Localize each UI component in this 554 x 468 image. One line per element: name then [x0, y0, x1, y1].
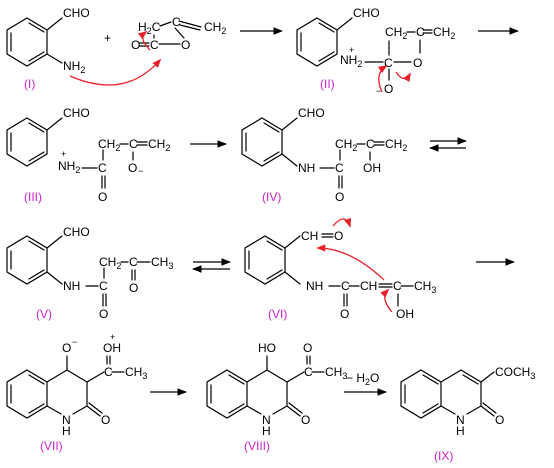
c-vi: C — [341, 279, 350, 293]
coch3-ix: COCH3 — [495, 365, 535, 381]
o-carbonyl-v: O — [99, 307, 108, 321]
o-carbonyl-vi: O — [340, 307, 349, 321]
ch-vi: CH — [360, 279, 377, 293]
compound-vii-structure: N H O O − C CH3 OH + — [6, 332, 147, 438]
cho-group-ii: CHO — [353, 6, 380, 20]
minus-charge-vii: − — [72, 337, 77, 347]
nh-group-vi: NH — [306, 279, 323, 293]
n-viii: N — [262, 413, 271, 427]
n-ix: N — [456, 413, 465, 427]
o-lactam-ix: O — [495, 413, 504, 427]
compound-ix-structure: N H O COCH3 — [400, 365, 535, 438]
o-aldehyde-vi: O — [334, 229, 343, 243]
ch3-viii: CH3 — [325, 365, 347, 381]
c-iii: C — [98, 161, 107, 175]
c-enol-vi: C — [393, 279, 402, 293]
cho-group-i: CHO — [63, 6, 90, 20]
nh2-group-iii: NH2 — [58, 159, 80, 175]
diketene-structure: H2C C CH2 C O O — [131, 15, 226, 52]
ch2-iv: CH2 — [335, 137, 357, 153]
o-carbonyl-iv: O — [335, 190, 344, 204]
c-iv: C — [335, 161, 344, 175]
c-label-carbonyl: C — [150, 38, 159, 52]
o-carbonyl-iii: O — [98, 190, 107, 204]
ho-viii: HO — [258, 341, 276, 355]
h2c-label: H2C — [138, 20, 161, 36]
plus-charge-vii: + — [110, 332, 115, 342]
cho-group-v: CHO — [63, 225, 90, 239]
n-vii: N — [62, 413, 71, 427]
o-ketone-viii: O — [303, 341, 312, 355]
compound-iii-structure: CHO + NH2 C CH2 C CH2 O − O — [6, 106, 170, 204]
nh-h-viii: H — [262, 424, 271, 438]
ch2-ii-end: CH2 — [433, 25, 455, 41]
c-center-ii: C — [384, 56, 393, 70]
compound-label-vi: (VI) — [268, 307, 287, 321]
o-minus-vii: O — [62, 341, 71, 355]
o-minus-ii: O — [384, 82, 393, 96]
compound-label-viii: (VIII) — [244, 439, 270, 453]
c-ii-top: C — [416, 25, 425, 39]
ch3-vii: CH3 — [125, 365, 147, 381]
compound-v-structure: CHO NH C CH2 C CH3 O O — [6, 225, 173, 321]
compound-label-iv: (IV) — [262, 190, 281, 204]
nh-group-iv: NH — [298, 161, 315, 175]
ch3-vi: CH3 — [414, 279, 436, 295]
compound-label-vii: (VII) — [40, 439, 63, 453]
compound-vi-structure: CH O NH C CH C CH3 OH O — [244, 229, 436, 321]
c-label-top: C — [172, 15, 181, 29]
minus-charge-ii: − — [376, 86, 381, 96]
o-carbonyl-label: O — [131, 38, 140, 52]
c-iv-top: C — [366, 137, 375, 151]
compound-ii-structure: CHO + NH2 C CH2 C CH2 O O − — [296, 6, 455, 96]
ch2-iv-end: CH2 — [385, 137, 407, 153]
ch2-iii-end: CH2 — [148, 137, 170, 153]
c-iii-top: C — [129, 137, 138, 151]
c-v-top: C — [129, 255, 138, 269]
c-acyl-vii: C — [104, 365, 113, 379]
ch2-ii: CH2 — [385, 25, 407, 41]
ch2-iii: CH2 — [98, 137, 120, 153]
oh-vi: OH — [396, 307, 414, 321]
o-ketone-v: O — [129, 281, 138, 295]
plus-charge-ii: + — [349, 45, 354, 55]
nh-h-ix: H — [456, 424, 465, 438]
compound-label-iii: (III) — [24, 190, 42, 204]
plus-charge-iii: + — [61, 149, 66, 159]
ch2-label-top: CH2 — [204, 20, 226, 36]
compound-label-ix: (IX) — [434, 449, 453, 463]
compound-viii-structure: N H O HO C CH3 O — [206, 341, 347, 438]
dehydration-label: − H2O — [346, 371, 379, 387]
cho-group-iii: CHO — [63, 106, 90, 120]
o-ring-ii: O — [413, 56, 422, 70]
o-lactam-vii: O — [101, 413, 110, 427]
compound-label-v: (V) — [36, 307, 52, 321]
cho-group-iv: CHO — [298, 106, 325, 120]
ch3-v: CH3 — [151, 255, 173, 271]
compound-iv-structure: CHO NH C CH2 C CH2 OH O — [241, 106, 407, 204]
o-lactam-viii: O — [301, 413, 310, 427]
nh-group-v: NH — [63, 279, 80, 293]
o-minus-iii: O — [128, 161, 137, 175]
nh-h-vii: H — [62, 424, 71, 438]
c-v: C — [99, 279, 108, 293]
nh2-group-ii: NH2 — [340, 53, 362, 69]
o-ring-label: O — [181, 38, 190, 52]
nh2-group-i: NH2 — [63, 59, 85, 75]
compound-label-i: (I) — [24, 77, 35, 91]
compound-i-structure: CHO NH2 — [6, 6, 90, 75]
minus-charge-iii: − — [138, 166, 143, 176]
oh-iv: OH — [363, 161, 381, 175]
ch-aldehyde-vi: CH — [301, 229, 318, 243]
ch2-v: CH2 — [99, 255, 121, 271]
c-acyl-viii: C — [304, 365, 313, 379]
oh-plus-vii: OH — [103, 341, 121, 355]
compound-label-ii: (II) — [320, 77, 335, 91]
plus-sign: + — [104, 31, 111, 45]
